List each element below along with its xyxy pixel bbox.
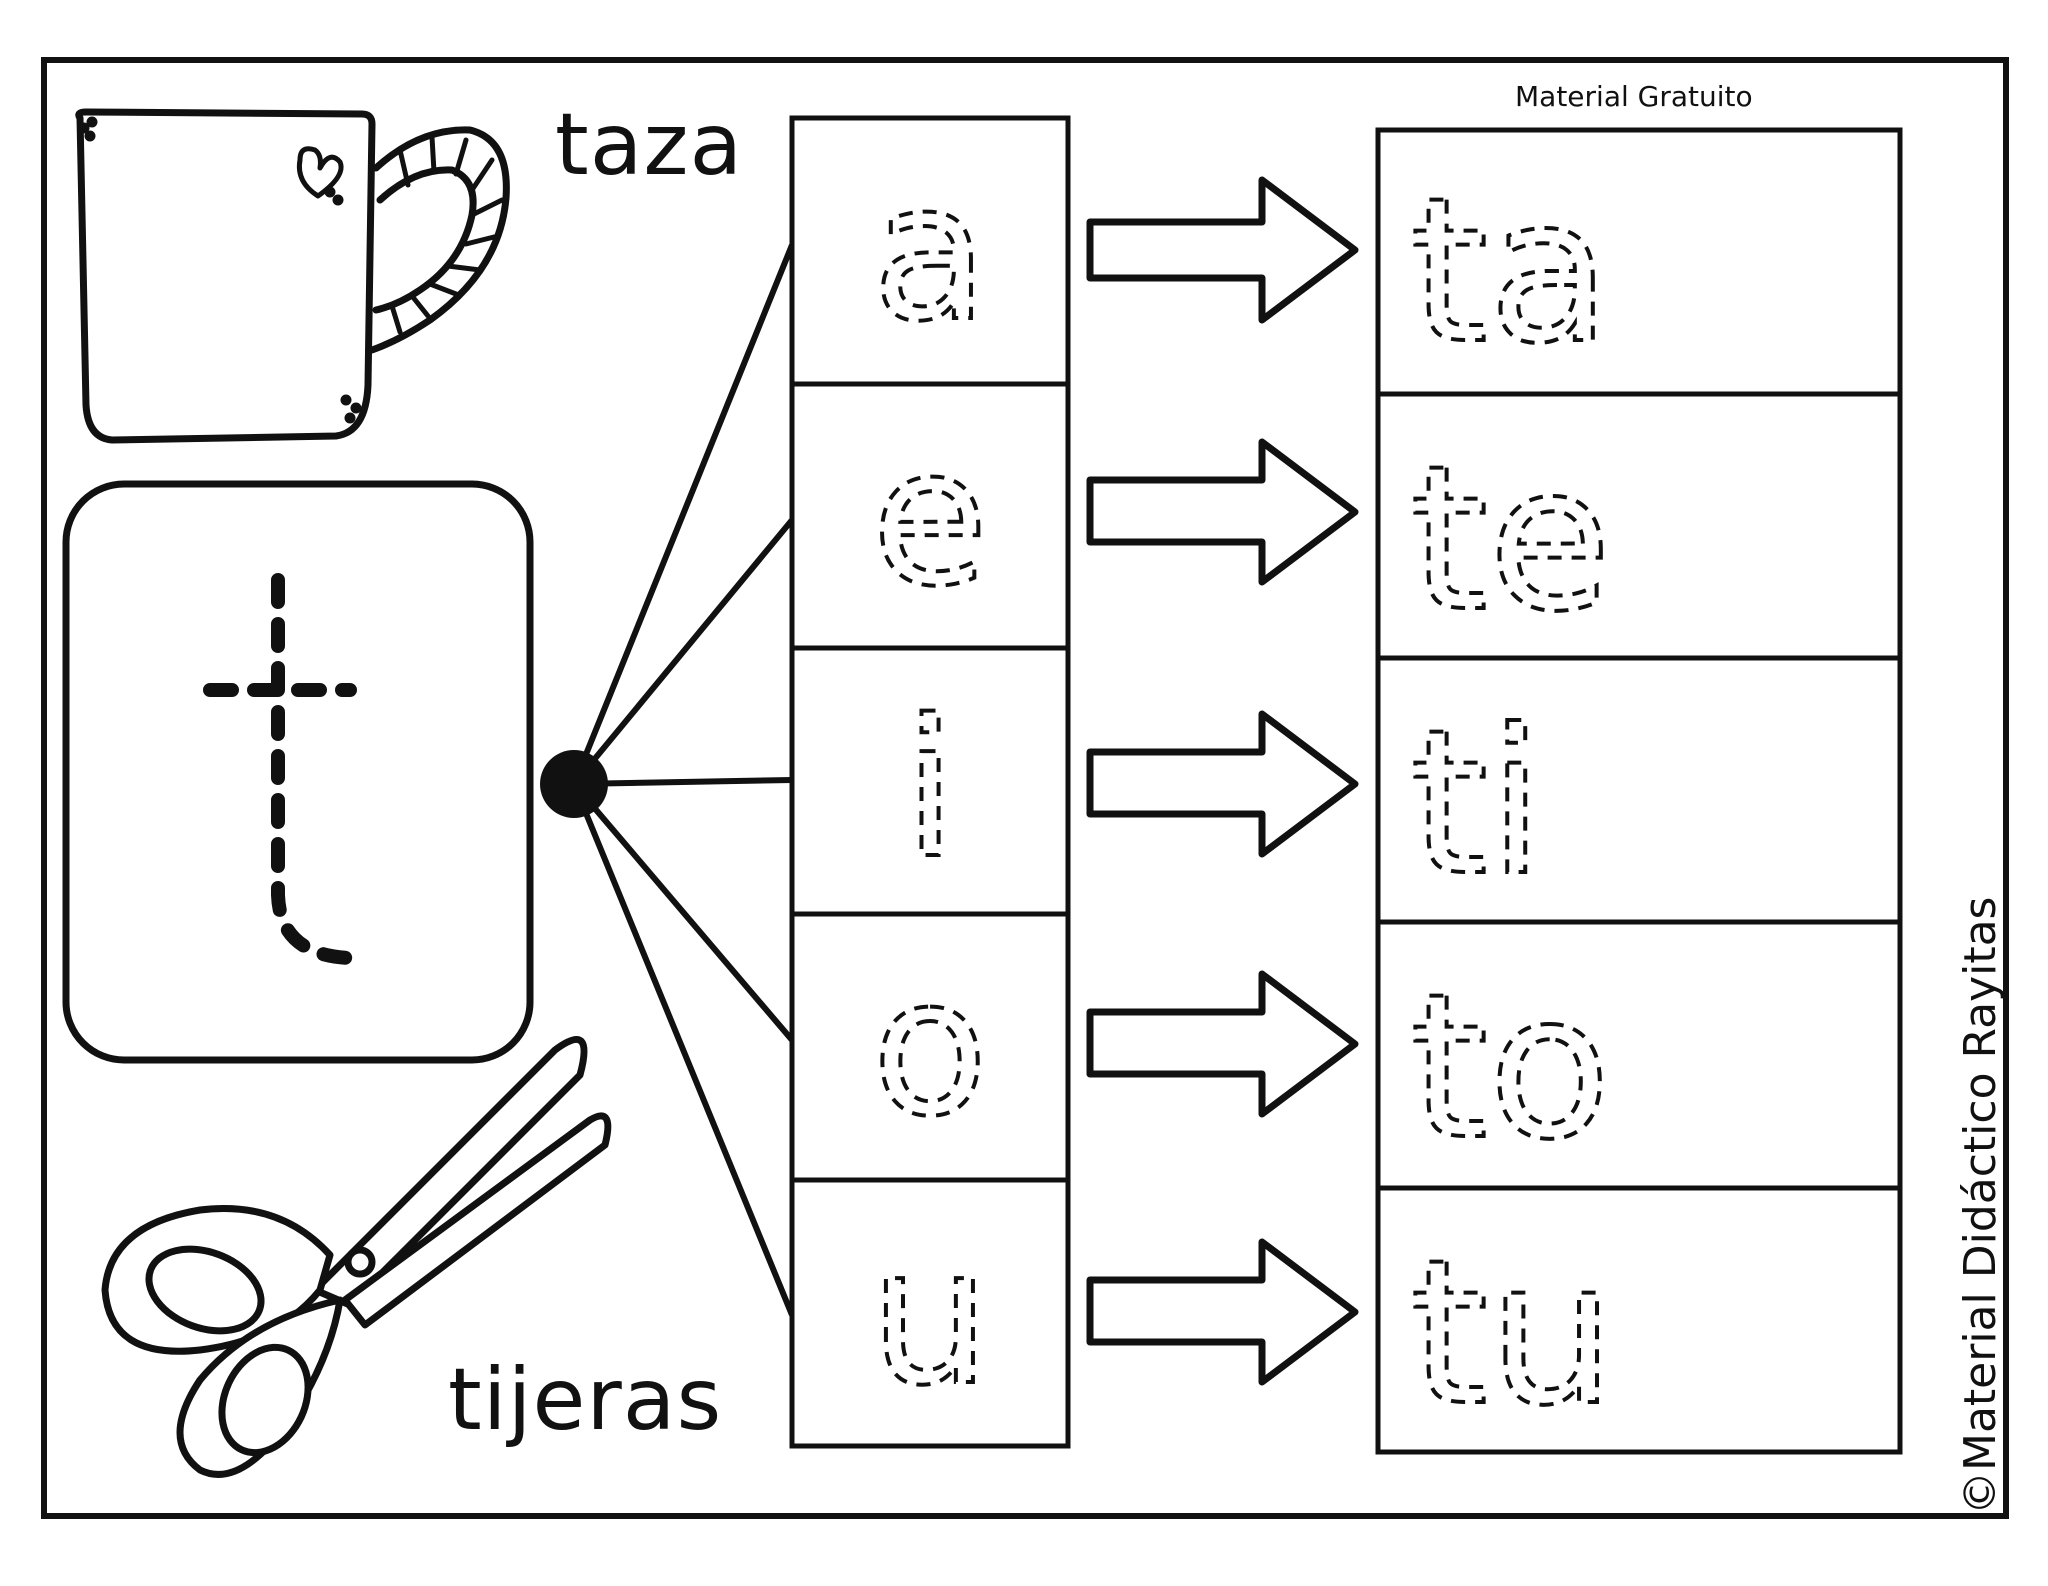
letter-card <box>62 480 534 1064</box>
vowel-box <box>789 1177 1071 1449</box>
word-label-taza: taza <box>555 95 744 195</box>
vowel-box <box>789 381 1071 651</box>
syllable-text: ti <box>1410 687 1544 920</box>
syllable-box <box>1375 655 1903 925</box>
syllable-text: to <box>1410 951 1611 1184</box>
mug-icon <box>75 108 510 444</box>
syllable-box <box>1375 127 1903 397</box>
syllable-column: ta te ti to tu <box>1375 127 1903 1455</box>
vowel-box <box>789 911 1071 1183</box>
syllable-text: tu <box>1410 1217 1615 1450</box>
connector-lines <box>571 243 795 1317</box>
arrow-right-icon <box>1086 176 1359 324</box>
header-text: Material Gratuito <box>1515 80 1753 113</box>
vowel-letter: o <box>872 937 988 1158</box>
credit-text: ©Material Didáctico Rayitas <box>1955 896 2006 1515</box>
vowel-letter: e <box>872 407 989 628</box>
syllable-box <box>1375 919 1903 1191</box>
hub-dot <box>540 750 608 818</box>
page-border <box>41 57 2009 1519</box>
vowel-letter: i <box>904 679 957 900</box>
syllable-box <box>1375 1185 1903 1455</box>
scissors-icon <box>101 1036 612 1478</box>
vowel-letter: a <box>872 142 988 363</box>
syllable-text: te <box>1410 423 1611 656</box>
traceable-letter-t <box>203 573 357 965</box>
vowel-column: a e i o u <box>789 115 1071 1449</box>
arrow-right-icon <box>1086 438 1359 586</box>
vowel-letter: u <box>870 1206 990 1427</box>
word-label-tijeras: tijeras <box>448 1350 723 1450</box>
syllable-text: ta <box>1410 155 1611 388</box>
arrow-right-icon <box>1086 710 1359 858</box>
arrow-right-icon <box>1086 970 1359 1118</box>
arrow-column <box>1086 176 1359 1386</box>
arrow-right-icon <box>1086 1238 1359 1386</box>
